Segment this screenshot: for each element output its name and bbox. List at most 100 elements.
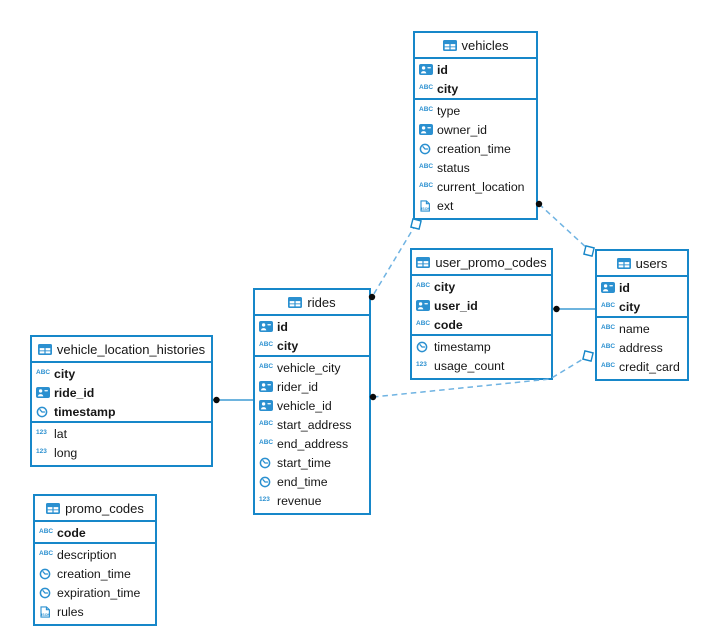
fields-section: ABC vehicle_city rider_id vehicle_id ABC… xyxy=(255,355,369,513)
field-row-lat[interactable]: 123 lat xyxy=(32,424,211,443)
field-name: user_id xyxy=(434,298,478,313)
field-row-city[interactable]: ABC city xyxy=(415,79,536,98)
field-row-name[interactable]: ABC name xyxy=(597,319,687,338)
primary-key-section: id ABC city xyxy=(255,316,369,355)
table-grid-icon xyxy=(442,39,457,51)
id-badge-icon xyxy=(259,381,273,392)
field-name: code xyxy=(57,525,86,540)
fields-section: ABC name ABC address ABC credit_card xyxy=(597,316,687,379)
svg-text:JSON: JSON xyxy=(40,613,50,617)
field-row-user_id[interactable]: user_id xyxy=(412,296,551,315)
field-name: description xyxy=(57,547,117,562)
table-grid-icon xyxy=(37,343,52,355)
field-name: timestamp xyxy=(434,339,491,354)
table-title: user_promo_codes xyxy=(435,254,547,270)
table-users[interactable]: users id ABC city ABC name ABC address A… xyxy=(595,249,689,381)
field-row-start_time[interactable]: start_time xyxy=(255,453,369,472)
id-badge-icon xyxy=(601,282,615,293)
field-row-code[interactable]: ABC code xyxy=(412,315,551,334)
field-row-end_time[interactable]: end_time xyxy=(255,472,369,491)
field-name: rider_id xyxy=(277,379,319,394)
field-row-city[interactable]: ABC city xyxy=(255,336,369,355)
relation-line[interactable] xyxy=(538,203,590,251)
table-vehicles[interactable]: vehicles id ABC city ABC type owner_id xyxy=(413,31,538,220)
field-row-timestamp[interactable]: timestamp xyxy=(32,402,211,421)
field-row-address[interactable]: ABC address xyxy=(597,338,687,357)
field-row-vehicle_id[interactable]: vehicle_id xyxy=(255,396,369,415)
table-user_promo_codes[interactable]: user_promo_codes ABC city user_id ABC co… xyxy=(410,248,553,380)
field-row-description[interactable]: ABC description xyxy=(35,545,155,564)
abc-text-type-icon: ABC xyxy=(601,324,616,332)
table-title: users xyxy=(635,255,668,271)
field-row-city[interactable]: ABC city xyxy=(597,297,687,316)
field-name: long xyxy=(54,445,78,460)
field-row-creation_time[interactable]: creation_time xyxy=(415,139,536,158)
field-row-rider_id[interactable]: rider_id xyxy=(255,377,369,396)
field-row-owner_id[interactable]: owner_id xyxy=(415,120,536,139)
relation-user_promo_codes-users[interactable] xyxy=(553,305,595,313)
numeric-123-type-icon: 123 xyxy=(416,361,427,369)
field-name: city xyxy=(437,81,459,96)
field-row-ext[interactable]: JSON ext xyxy=(415,196,536,215)
field-name: credit_card xyxy=(619,359,680,374)
table-title: vehicle_location_histories xyxy=(56,341,206,357)
abc-text-type-icon: ABC xyxy=(39,550,54,558)
abc-text-type-icon: ABC xyxy=(601,343,616,351)
fields-section: 123 lat 123 long xyxy=(32,421,211,465)
field-row-usage_count[interactable]: 123 usage_count xyxy=(412,356,551,375)
table-header[interactable]: vehicles xyxy=(415,33,536,59)
table-vehicle_location_histories[interactable]: vehicle_location_histories ABC city ride… xyxy=(30,335,213,467)
timestamp-clock-icon xyxy=(416,341,428,352)
timestamp-clock-icon xyxy=(259,476,271,487)
field-name: end_address xyxy=(277,436,349,451)
field-name: city xyxy=(434,279,456,294)
field-name: start_address xyxy=(277,417,352,432)
field-name: id xyxy=(277,319,288,334)
field-row-code[interactable]: ABC code xyxy=(35,523,155,542)
field-row-status[interactable]: ABC status xyxy=(415,158,536,177)
timestamp-clock-icon xyxy=(39,568,51,579)
table-rides[interactable]: rides id ABC city ABC vehicle_city rider… xyxy=(253,288,371,515)
field-row-id[interactable]: id xyxy=(415,60,536,79)
abc-text-type-icon: ABC xyxy=(419,84,434,92)
abc-text-type-icon: ABC xyxy=(601,302,616,310)
svg-text:JSON: JSON xyxy=(420,207,430,211)
field-row-ride_id[interactable]: ride_id xyxy=(32,383,211,402)
numeric-123-type-icon: 123 xyxy=(36,429,47,437)
field-row-city[interactable]: ABC city xyxy=(412,277,551,296)
table-promo_codes[interactable]: promo_codes ABC code ABC description cre… xyxy=(33,494,157,626)
field-name: revenue xyxy=(277,493,322,508)
field-row-end_address[interactable]: ABC end_address xyxy=(255,434,369,453)
field-row-rules[interactable]: JSON rules xyxy=(35,602,155,621)
field-name: ride_id xyxy=(54,385,95,400)
relation-vehicle_location_histories-rides[interactable] xyxy=(213,396,253,404)
field-row-creation_time[interactable]: creation_time xyxy=(35,564,155,583)
connector-dot xyxy=(553,305,560,313)
table-header[interactable]: rides xyxy=(255,290,369,316)
field-row-id[interactable]: id xyxy=(597,278,687,297)
field-row-revenue[interactable]: 123 revenue xyxy=(255,491,369,510)
timestamp-clock-icon xyxy=(36,406,48,417)
field-row-long[interactable]: 123 long xyxy=(32,443,211,462)
primary-key-section: ABC city user_id ABC code xyxy=(412,276,551,334)
fields-section: ABC description creation_time expiration… xyxy=(35,542,155,624)
table-header[interactable]: promo_codes xyxy=(35,496,155,522)
field-row-city[interactable]: ABC city xyxy=(32,364,211,383)
field-name: address xyxy=(619,340,663,355)
table-header[interactable]: vehicle_location_histories xyxy=(32,337,211,363)
table-header[interactable]: users xyxy=(597,251,687,277)
field-row-current_location[interactable]: ABC current_location xyxy=(415,177,536,196)
field-row-credit_card[interactable]: ABC credit_card xyxy=(597,357,687,376)
timestamp-clock-icon xyxy=(419,143,431,154)
field-row-start_address[interactable]: ABC start_address xyxy=(255,415,369,434)
field-row-vehicle_city[interactable]: ABC vehicle_city xyxy=(255,358,369,377)
field-row-id[interactable]: id xyxy=(255,317,369,336)
field-row-expiration_time[interactable]: expiration_time xyxy=(35,583,155,602)
field-name: expiration_time xyxy=(57,585,141,600)
field-row-type[interactable]: ABC type xyxy=(415,101,536,120)
table-grid-icon xyxy=(288,296,303,308)
abc-text-type-icon: ABC xyxy=(416,320,431,328)
table-header[interactable]: user_promo_codes xyxy=(412,250,551,276)
field-row-timestamp[interactable]: timestamp xyxy=(412,337,551,356)
field-name: lat xyxy=(54,426,67,441)
